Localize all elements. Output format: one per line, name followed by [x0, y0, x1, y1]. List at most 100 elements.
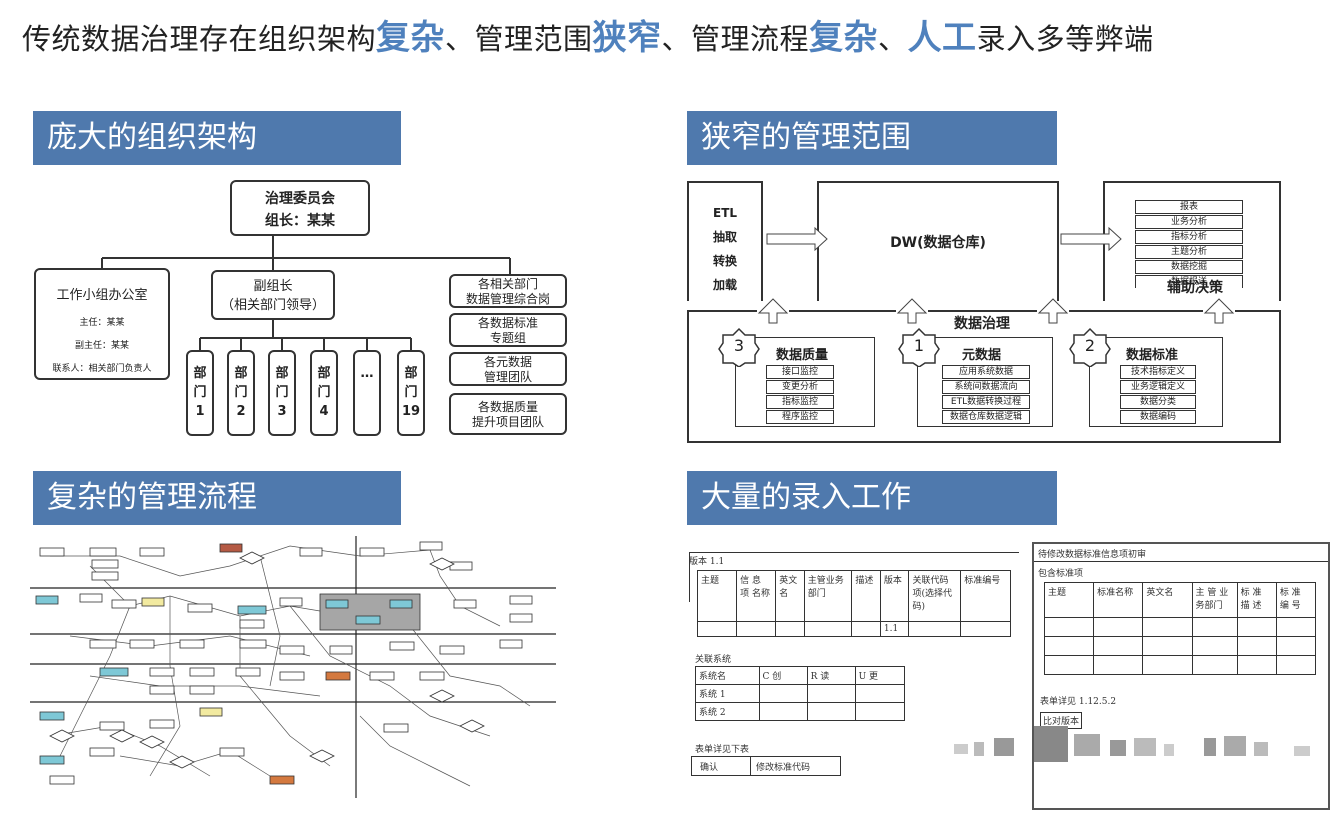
group-line: 提升项目团队 — [471, 415, 544, 429]
org-connectors — [101, 236, 511, 350]
module-item: 数据仓库数据逻辑 — [942, 410, 1030, 424]
report-item: 报表 — [1135, 200, 1243, 214]
dept-char: 部 — [404, 366, 418, 381]
table-header-cell: 信 息 项 名称 — [736, 570, 777, 622]
group-box: 各数据质量提升项目团队 — [449, 393, 567, 435]
table-header-cell: 主 管 业 务部门 — [1191, 582, 1238, 618]
table-header-cell: 版本 — [879, 570, 910, 622]
entry-form-left: 版本 1.1 主题 信 息 项 名称 英文 名 主管业务 部门 描述 版本 关联… — [689, 552, 1029, 780]
group-line: 各元数据 — [483, 355, 532, 369]
table-cell[interactable] — [803, 621, 853, 637]
scope-arrows — [687, 226, 1281, 443]
report-list: 报表 业务分析 指标分析 主题分析 数据挖掘 数据报送 — [1135, 199, 1243, 289]
decision-box: 报表 业务分析 指标分析 主题分析 数据挖掘 数据报送 辅助决策 — [1103, 181, 1281, 301]
section-header-org: 庞大的组织架构 — [33, 111, 401, 165]
headline-highlight: 复杂 — [376, 18, 446, 58]
table-header-cell: 主题 — [696, 570, 738, 622]
table-cell[interactable] — [854, 684, 906, 703]
table-cell[interactable] — [736, 621, 777, 637]
table-cell[interactable] — [758, 702, 808, 721]
table-row: 系统 1 — [695, 684, 906, 703]
deputy-title: 副组长 — [253, 279, 293, 294]
review-form-title: 待修改数据标准信息项初审 — [1038, 550, 1147, 560]
report-item: 数据挖掘 — [1135, 260, 1243, 274]
dept-number: 1 — [195, 404, 205, 419]
dept-number: 19 — [401, 404, 421, 419]
table-cell[interactable] — [908, 621, 962, 637]
table-cell[interactable] — [758, 684, 808, 703]
headline-highlight: 复杂 — [809, 18, 879, 58]
module-item: ETL数据转换过程 — [942, 395, 1030, 409]
report-item: 主题分析 — [1135, 245, 1243, 259]
table-header-cell: 关联代码 项(选择代 码) — [908, 570, 962, 622]
decision-label: 辅助决策 — [1167, 280, 1223, 296]
module-item: 数据分类 — [1120, 395, 1196, 409]
arrow-up-icon — [896, 298, 928, 324]
arrow-up-icon — [757, 298, 789, 324]
table-header-cell: 标准名称 — [1093, 582, 1144, 618]
review-table: 主题 标准名称 英文名 主 管 业 务部门 标 准 描 述 标 准 编 号 — [1043, 582, 1317, 675]
group-line: 各数据标准 — [477, 316, 538, 330]
headline-part: 、管理流程 — [661, 22, 810, 56]
included-items-label: 包含标准项 — [1038, 569, 1084, 579]
table-header-cell: U 更 — [854, 666, 906, 685]
table-cell[interactable] — [960, 621, 1011, 637]
group-line: 管理团队 — [483, 370, 532, 384]
etl-step: 转换 — [713, 254, 738, 268]
table-cell: 系统 1 — [695, 684, 760, 703]
module-items: 应用系统数据 系统间数据流向 ETL数据转换过程 数据仓库数据逻辑 — [942, 364, 1030, 425]
related-systems-label: 关联系统 — [695, 655, 732, 665]
module-item: 系统间数据流向 — [942, 380, 1030, 394]
dept-box-ellipsis: … — [353, 350, 381, 436]
module-item: 接口监控 — [766, 365, 834, 379]
badge-1-icon — [898, 327, 940, 367]
dept-number: 3 — [277, 404, 287, 419]
etl-step: 加载 — [713, 278, 738, 292]
report-item: 业务分析 — [1135, 215, 1243, 229]
table-cell[interactable] — [851, 621, 881, 637]
group-box: 各数据标准专题组 — [449, 313, 567, 347]
table-header-cell: 描述 — [851, 570, 881, 622]
modify-code-button[interactable]: 修改标准代码 — [756, 763, 811, 773]
table-header-row: 主题 信 息 项 名称 英文 名 主管业务 部门 描述 版本 关联代码 项(选择… — [696, 570, 1011, 622]
table-cell[interactable] — [854, 702, 906, 721]
form-action-bar: 确认 修改标准代码 — [691, 756, 841, 776]
confirm-button[interactable]: 确认 — [700, 763, 719, 773]
module-title: 数据标准 — [1126, 348, 1179, 363]
table-row: 1.1 — [696, 621, 1011, 637]
table-header-cell: C 创 — [758, 666, 808, 685]
table-cell[interactable] — [775, 621, 805, 637]
report-item: 数据报送 — [1135, 275, 1243, 288]
governance-label: 数据治理 — [954, 316, 1010, 332]
table-header-cell: 标准编号 — [960, 570, 1011, 622]
office-box: 工作小组办公室 主任：某某 副主任：某某 联系人：相关部门负责人 — [34, 268, 170, 380]
standard-info-table: 主题 信 息 项 名称 英文 名 主管业务 部门 描述 版本 关联代码 项(选择… — [696, 570, 1011, 637]
group-line: 各相关部门 — [477, 277, 538, 291]
group-line: 数据管理综合岗 — [465, 292, 550, 306]
office-director: 主任：某某 — [79, 318, 125, 328]
section-header-flow: 复杂的管理流程 — [33, 471, 401, 525]
badge-number: 2 — [1084, 336, 1096, 355]
arrow-right-icon — [1060, 226, 1122, 252]
module-item: 指标监控 — [766, 395, 834, 409]
deputy-leader-box: 副组长 （相关部门领导） — [211, 270, 335, 320]
org-chart: 治理委员会 组长：某某 工作小组办公室 主任：某某 副主任：某某 联系人：相关部… — [30, 178, 575, 440]
blurred-region — [934, 724, 1324, 774]
scope-diagram: ETL 抽取 转换 加载 DW(数据仓库) 报表 业务分析 指标分析 主题分析 … — [687, 181, 1282, 443]
table-cell[interactable] — [806, 702, 856, 721]
table-cell[interactable] — [696, 621, 738, 637]
module-item: 业务逻辑定义 — [1120, 380, 1196, 394]
etl-box: ETL 抽取 转换 加载 — [687, 181, 763, 301]
governance-committee-box: 治理委员会 组长：某某 — [230, 180, 370, 236]
module-title: 数据质量 — [776, 348, 829, 363]
dept-number: 2 — [236, 404, 246, 419]
headline-part: 传统数据治理存在组织架构 — [22, 22, 377, 56]
section-header-scope: 狭窄的管理范围 — [687, 111, 1057, 165]
group-line: 专题组 — [489, 331, 526, 345]
headline-highlight: 人工 — [907, 18, 977, 58]
table-cell[interactable] — [806, 684, 856, 703]
